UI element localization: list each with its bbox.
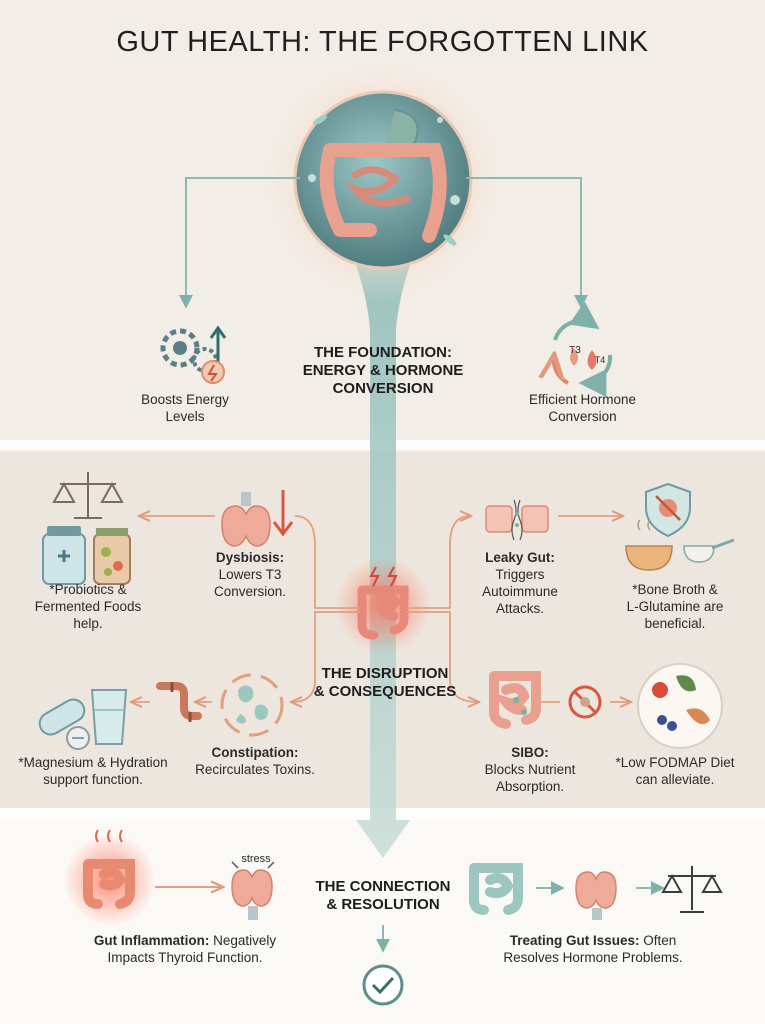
healthy-gut-icon: [469, 863, 523, 915]
fodmap-label: *Low FODMAP Diet can alleviate.: [615, 755, 735, 787]
blocked-pipe-icon: [156, 682, 202, 722]
leaky-gut-cells-icon: [485, 499, 549, 541]
foundation-heading: THE FOUNDATION: ENERGY & HORMONE CONVERS…: [302, 344, 464, 397]
arrow-to-energy: [179, 177, 300, 309]
constipation-label: Constipation: Recirculates Toxins.: [195, 745, 315, 777]
check-circle-icon: [362, 964, 404, 1006]
recirculating-toxins-icon: [220, 673, 284, 737]
fodmap-plate-icon: [637, 663, 723, 749]
t3-label: T3: [569, 345, 581, 356]
no-symbol-icon: [568, 685, 602, 719]
treating-gut-label: Treating Gut Issues: Often Resolves Horm…: [503, 933, 683, 965]
leaky-gut-label: Leaky Gut: Triggers Autoimmune Attacks.: [482, 550, 558, 616]
t4-label: T4: [594, 355, 606, 365]
healthy-thyroid-icon: [575, 871, 617, 920]
sibo-gut-icon: [489, 671, 541, 729]
inflamed-gut-icon: [64, 829, 156, 926]
scale-and-jars-icon: [42, 472, 131, 585]
stress-label: stress: [241, 853, 271, 865]
arrow-to-hormone: [466, 177, 588, 309]
disruption-connectors: [132, 516, 630, 702]
pills-water-icon: [38, 689, 128, 750]
shield-broth-icon: [625, 482, 735, 571]
gear-energy-icon: [160, 325, 227, 384]
thyroid-down-arrow-icon: [221, 490, 294, 547]
page-title: GUT HEALTH: THE FORGOTTEN LINK: [116, 26, 649, 58]
magnesium-label: *Magnesium & Hydration support function.: [18, 755, 168, 787]
energy-label: Boosts Energy Levels: [141, 392, 229, 424]
hormone-label: Efficient Hormone Conversion: [528, 392, 637, 424]
dysbiosis-label: Dysbiosis: Lowers T3 Conversion.: [213, 550, 287, 599]
gut-inflammation-label: Gut Inflammation: Negatively Impacts Thy…: [93, 933, 277, 965]
t3-t4-cycle-icon: [554, 301, 613, 398]
inflamed-gut-center-icon: [335, 557, 431, 653]
gut-sphere-illustration: [261, 58, 505, 302]
stressed-thyroid-icon: [231, 861, 275, 920]
probiotics-label: *Probiotics & Fermented Foods help.: [34, 582, 142, 631]
bone-broth-label: *Bone Broth & L-Glutamine are beneficial…: [626, 582, 724, 631]
connection-heading: THE CONNECTION & RESOLUTION: [315, 878, 451, 913]
sibo-label: SIBO: Blocks Nutrient Absorption.: [484, 745, 576, 794]
balance-scale-icon: [661, 866, 723, 913]
disruption-heading: THE DISRUPTION & CONSEQUENCES: [313, 665, 457, 700]
